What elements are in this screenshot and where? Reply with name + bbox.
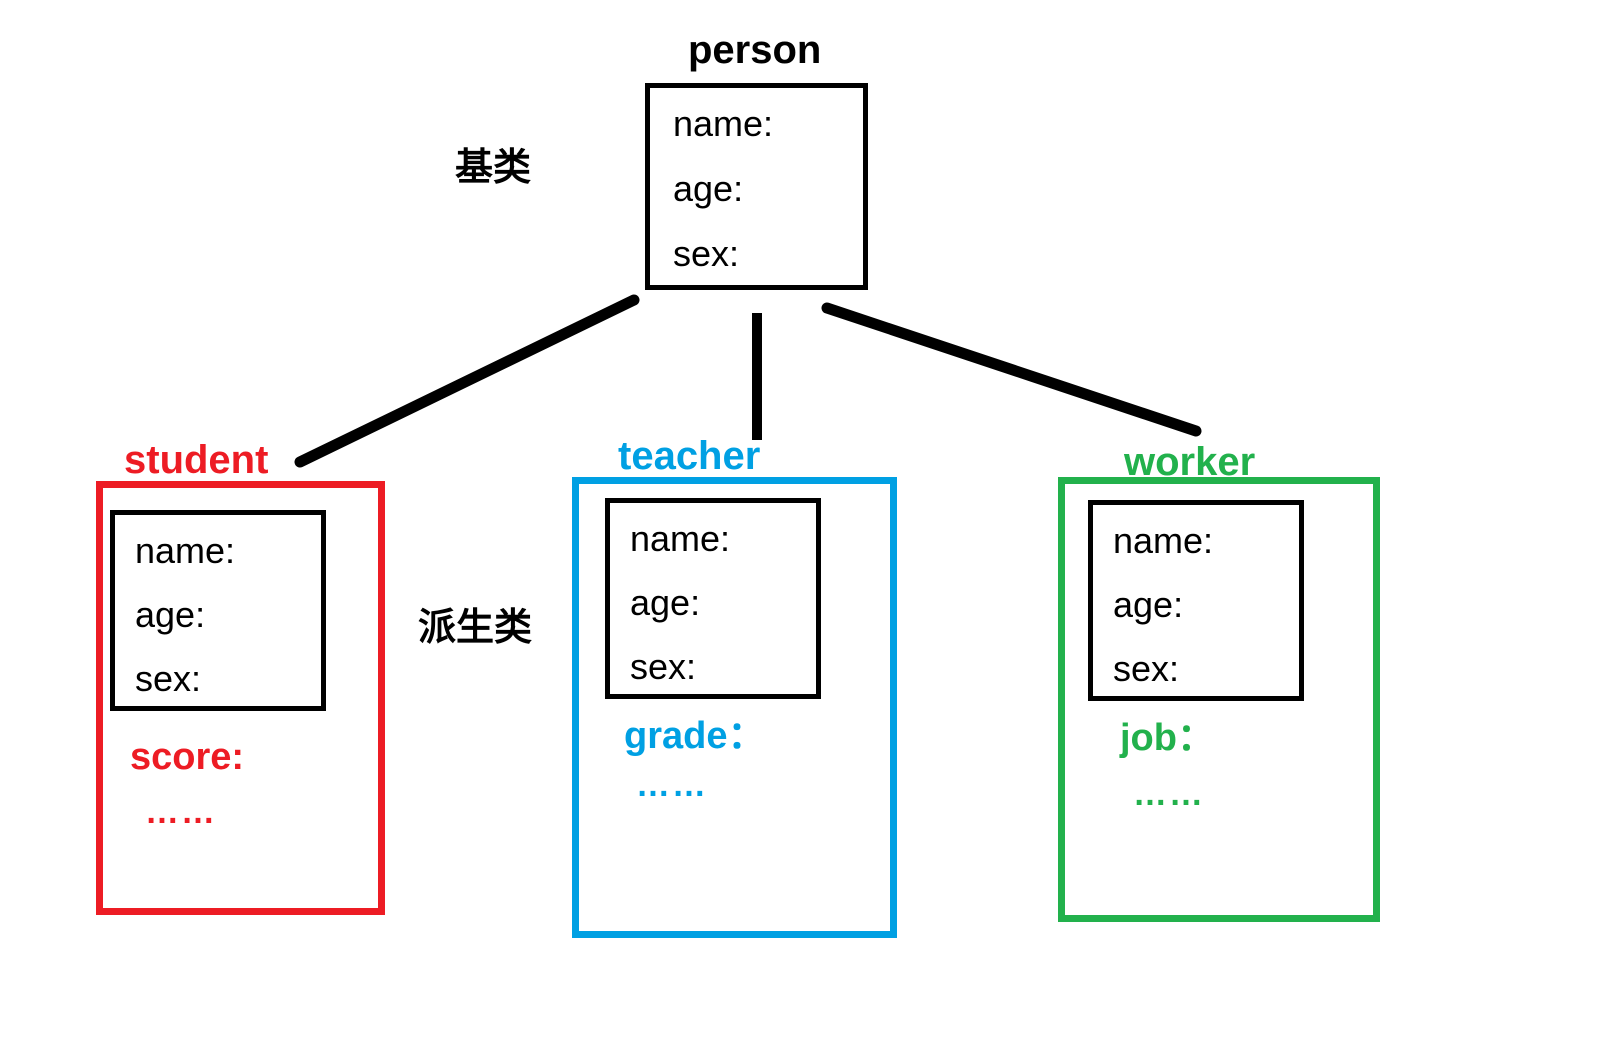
teacher-inherited-attribute-box: name: age: sex:: [605, 498, 821, 699]
teacher-ellipsis: ……: [636, 766, 708, 804]
student-class-title: student: [124, 438, 269, 482]
person-attr-age: age:: [673, 168, 744, 209]
student-inherited-attribute-box: name: age: sex:: [110, 510, 326, 711]
person-attr-name: name:: [673, 103, 774, 144]
worker-attr-name: name:: [1113, 520, 1214, 561]
student-attr-sex: sex:: [135, 658, 202, 699]
teacher-attr-sex: sex:: [630, 646, 697, 687]
worker-inherited-attribute-box: name: age: sex:: [1088, 500, 1304, 701]
teacher-own-field: grade：: [624, 715, 766, 757]
student-attr-name: name:: [135, 530, 236, 571]
person-attr-sex: sex:: [673, 233, 740, 274]
worker-class-title: worker: [1124, 440, 1256, 484]
worker-own-field: job：: [1120, 717, 1215, 759]
connector-person-student: [294, 294, 640, 468]
teacher-attr-name: name:: [630, 518, 731, 559]
teacher-attr-age: age:: [630, 582, 701, 623]
student-attr-age: age:: [135, 594, 206, 635]
person-class-title: person: [688, 28, 822, 72]
base-class-annotation: 基类: [455, 145, 532, 189]
student-ellipsis: ……: [145, 793, 217, 831]
student-own-field: score:: [130, 736, 245, 778]
worker-attr-sex: sex:: [1113, 648, 1180, 689]
teacher-class-title: teacher: [618, 434, 761, 478]
connector-person-worker: [821, 302, 1202, 437]
worker-attr-age: age:: [1113, 584, 1184, 625]
worker-ellipsis: ……: [1133, 775, 1205, 813]
derived-class-annotation: 派生类: [418, 605, 533, 649]
person-attribute-box: name: age: sex:: [645, 83, 868, 290]
